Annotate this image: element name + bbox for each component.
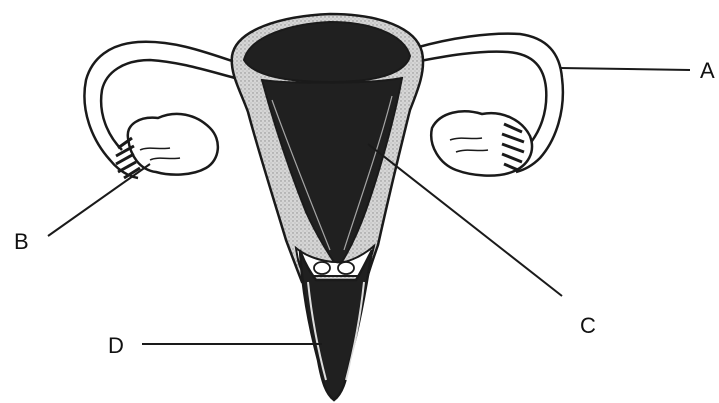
leader-line-a [560,68,690,70]
label-a: A [700,58,715,83]
leader-line-b [48,164,150,236]
left-ovary [116,114,218,178]
right-ovary [431,111,532,175]
label-d: D [108,333,124,358]
label-b: B [14,229,29,254]
label-c: C [580,313,596,338]
